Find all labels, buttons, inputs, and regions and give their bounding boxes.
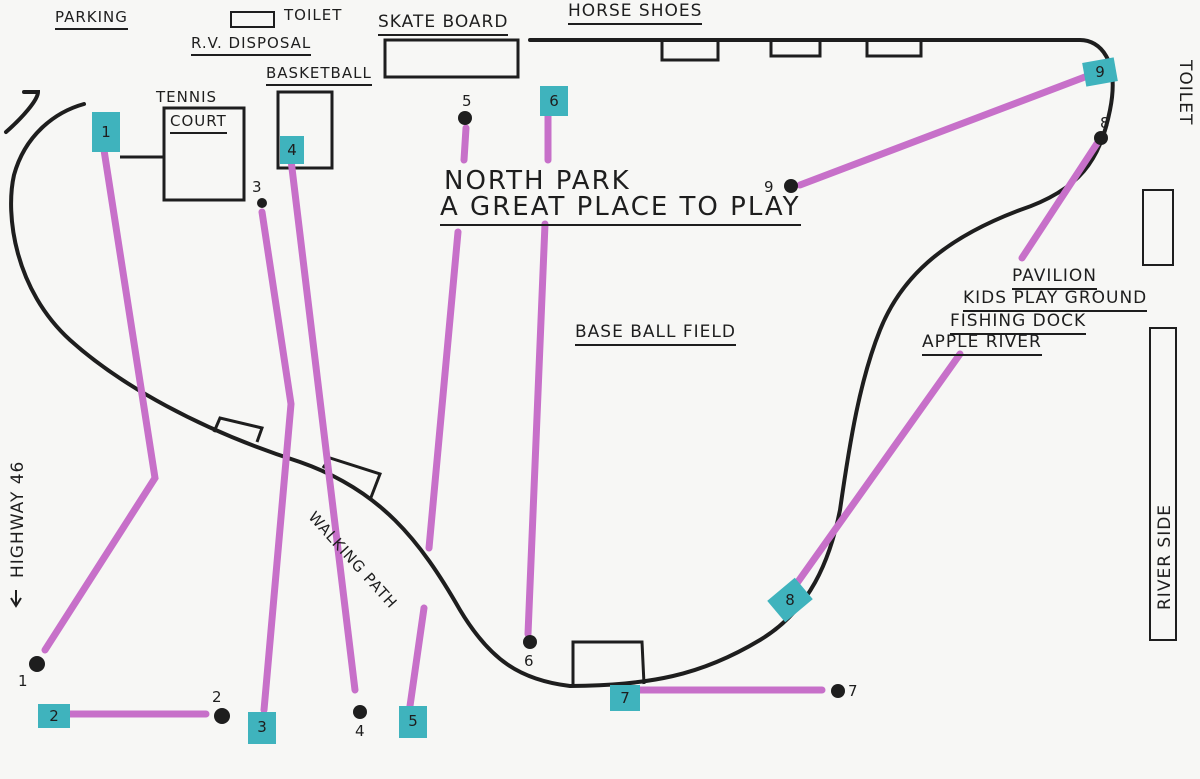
tee-pad-9 [1082,57,1118,87]
tee-pad-3 [248,712,276,744]
toilet-top-label: TOILET [284,6,343,24]
basket-3-number: 3 [252,178,262,196]
fairway-3 [258,208,295,714]
basket-5-number: 5 [462,92,472,110]
horse-shoe-pit-3 [865,42,923,58]
tee-6-number: 6 [549,92,559,110]
apple-river-label: APPLE RIVER [922,332,1042,356]
court-label: COURT [170,112,227,134]
skate-board-area [383,38,520,79]
dock-box [571,640,646,686]
basket-9 [784,179,798,193]
basket-8 [1094,131,1108,145]
highway-label: HIGHWAY 46 [8,460,28,578]
baskets [29,111,1108,724]
tee-2-number: 2 [49,707,59,725]
basket-6-number: 6 [524,652,534,670]
tee-pad-6 [540,86,568,116]
tee-pads [38,57,1118,744]
horse-shoe-pit-1 [660,42,720,62]
basket-5 [458,111,472,125]
tee-pad-4 [280,136,304,164]
tee-4-number: 4 [287,141,297,159]
pavilion-label: PAVILION [1012,266,1097,290]
tee-pad-7 [610,685,640,711]
basket-3 [257,198,267,208]
tee-9-number: 9 [1095,63,1105,81]
tennis-label: TENNIS [156,88,218,106]
basket-1-number: 1 [18,672,28,690]
basket-4-number: 4 [355,722,365,740]
tee-pad-2 [38,704,70,728]
fairway-4 [287,156,359,694]
toilet-box [230,11,275,28]
tee-pad-1 [92,112,120,152]
tee-5-number: 5 [408,712,418,730]
bench-1 [212,416,264,443]
basketball-court [276,90,334,170]
fairway-8b [1018,138,1102,262]
map-title-line1: NORTH PARK [444,166,631,196]
baseball-field-label: BASE BALL FIELD [575,322,736,346]
fairway-8 [781,350,964,604]
right-toilet-box [1142,189,1174,266]
basket-8-number: 8 [1100,114,1110,132]
basket-7-number: 7 [848,682,858,700]
rv-disposal-label: R.V. DISPOSAL [191,34,312,56]
river-side-box [1149,327,1177,641]
fairways [41,68,1102,718]
walking-path-line [9,38,1115,689]
basketball-label: BASKETBALL [266,64,372,86]
toilet-right-label: TOILET [1175,60,1195,126]
fairway-5c [460,124,470,164]
horse-shoes-label: HORSE SHOES [568,1,703,25]
fairway-5 [406,604,428,710]
basket-6 [523,635,537,649]
basket-9-number: 9 [764,178,774,196]
parking-label: PARKING [55,8,128,30]
fishing-dock-label: FISHING DOCK [950,311,1087,335]
tennis-court [162,106,246,202]
basket-2 [214,708,230,724]
horse-shoe-pit-2 [769,42,822,58]
basket-4 [353,705,367,719]
fairway-9 [796,68,1102,189]
highway-arrow [10,590,22,608]
path-hook [4,90,41,134]
tee-7-number: 7 [620,689,630,707]
map-title-line2: A GREAT PLACE TO PLAY [440,192,801,226]
tee-1-number: 1 [101,123,111,141]
fairway-1 [41,146,159,654]
kids-play-ground-label: KIDS PLAY GROUND [963,288,1148,312]
tee-pad-5 [399,706,427,738]
tee-8-number: 8 [785,591,795,609]
tee-3-number: 3 [257,718,267,736]
tee-pad-8 [767,577,813,623]
skate-board-label: SKATE BOARD [378,12,509,36]
basket-2-number: 2 [212,688,222,706]
basket-1 [29,656,45,672]
river-side-label: RIVER SIDE [1155,503,1175,610]
fairway-6b [524,220,549,638]
basket-7 [831,684,845,698]
fairway-5b [425,228,462,552]
